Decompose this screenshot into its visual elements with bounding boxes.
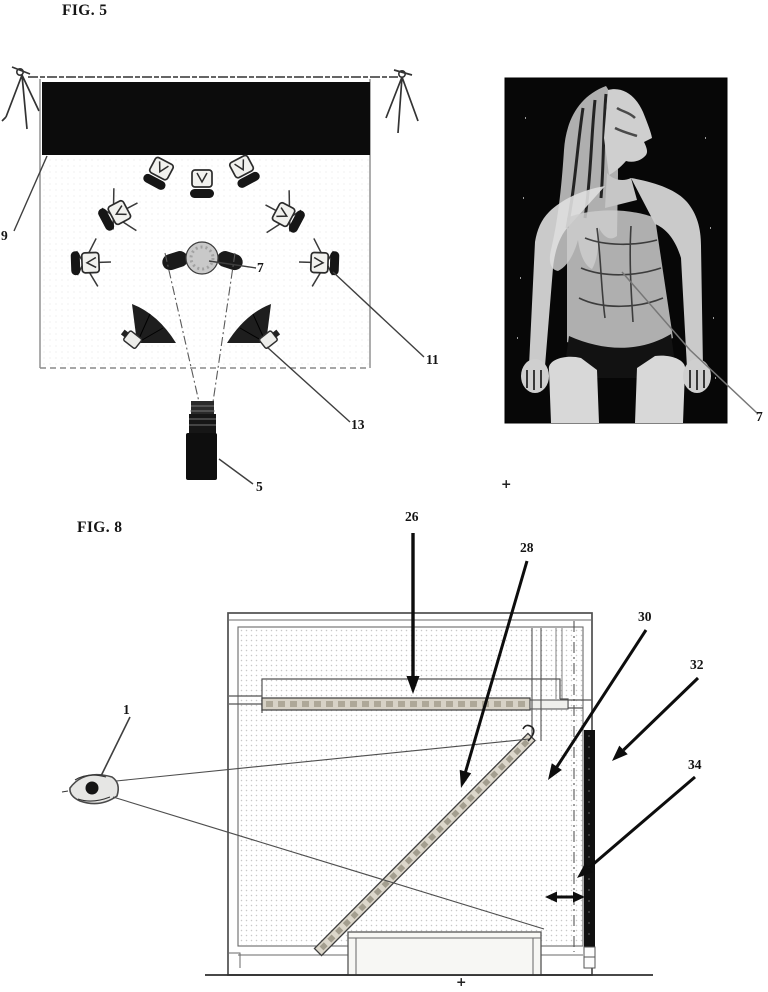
fig5-callout-light: 13 [351, 417, 365, 432]
fig5-drawing [1, 66, 425, 485]
fig5-callout-backdrop: 9 [1, 228, 8, 243]
video-camera-top-view-icon [226, 152, 263, 191]
tripod-stand-left-icon [1, 66, 40, 130]
fig8-callout-eye: 1 [123, 702, 130, 717]
video-camera-top-view-icon [140, 154, 177, 193]
mirror-pivot [522, 724, 535, 742]
video-camera-top-view-icon [298, 238, 340, 287]
subject-top-view [162, 241, 243, 275]
mirror-bracket [531, 628, 542, 744]
fig8-callout-screen: 26 [405, 509, 419, 524]
video-camera-top-view-icon [91, 182, 149, 243]
fig5-callout-camera: 11 [426, 352, 439, 367]
rear-display-strip [584, 730, 595, 947]
tripod-stand-right-icon [385, 69, 419, 134]
portrait-photo [504, 77, 728, 424]
fig8-callout-display: 32 [690, 657, 704, 672]
video-camera-top-view-icon [70, 238, 112, 287]
fig8-drawing [61, 533, 700, 976]
fig8-callout-gap: 34 [688, 757, 702, 772]
fig5-callout-main-camera: 5 [256, 479, 263, 494]
fig5-title: FIG. 5 [62, 2, 108, 19]
enclosure-outer [227, 612, 593, 976]
sight-lines [112, 738, 545, 930]
callout-arrows [406, 533, 700, 878]
pedestal [347, 931, 542, 976]
portrait-leader-line [621, 271, 758, 414]
registration-mark-lower: + [456, 974, 467, 989]
video-camera-top-view-icon [189, 169, 215, 199]
fig5-callout-subject: 7 [257, 260, 264, 275]
video-camera-top-view-icon [254, 184, 312, 245]
mirror [313, 732, 536, 957]
fig8-title: FIG. 8 [77, 519, 123, 536]
fig8-callout-mirror: 28 [520, 540, 534, 555]
camera-view-cone [164, 252, 236, 403]
fig8-callout-chamber: 30 [638, 609, 652, 624]
registration-mark-upper: + [501, 476, 512, 491]
umbrella-light-left-icon [120, 304, 176, 349]
portrait-callout: 7 [756, 409, 763, 424]
fig5-leader-lines [13, 155, 425, 485]
eye-icon [61, 773, 119, 805]
double-headed-arrow-icon [545, 891, 585, 903]
enclosure-inner [237, 626, 584, 947]
backdrop-screen [42, 82, 370, 155]
umbrella-light-right-icon [227, 304, 281, 349]
main-camera [186, 401, 217, 480]
